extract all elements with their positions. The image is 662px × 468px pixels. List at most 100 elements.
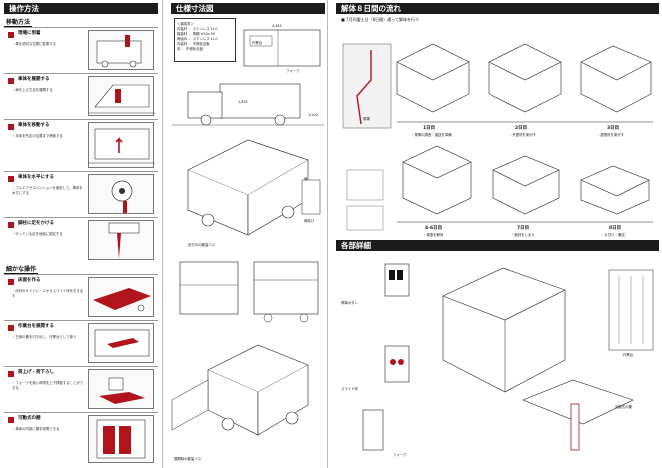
step-title: 車体を移動する [18,123,50,128]
fork-illustration [99,377,145,404]
day-1: 1日目 [423,126,436,131]
op-lift: 荷上げ・荷下ろし ・フォークを使い荷物を上下移動することができる [4,366,158,410]
step-figure [88,220,154,260]
caption-driving-bus: 走行中の軽量バス [188,243,216,247]
column-title-flow: 解体８日間の流れ [336,3,659,14]
day-2-desc: ・外壁材を剥がす [509,133,537,137]
column-flow: 解体８日間の流れ ■ 7月同盟土日（8日間）通って解体を行う [333,0,662,468]
op-desc: ・床材のサイドレールからスライド床を引き出す [12,289,84,298]
column-title-operation: 操作方法 [4,3,158,14]
op-title: 可動式の棚 [18,416,41,421]
op-figure [88,415,154,463]
spec-row: 骨組み ： ステンレス t1.0 [177,37,218,41]
flow-note: ■ 7月同盟土日（8日間）通って解体を行う [341,17,419,22]
step-number [8,176,14,182]
op-figure [88,369,154,409]
step-number [8,222,14,228]
step-desc: ・フルエアサスペンションを使用して、車体を水平にする [12,186,83,195]
day-2: 2日目 [515,126,528,131]
step-figure [88,122,155,168]
step-4: 車体を水平にする ・フルエアサスペンションを使用して、車体を水平にする [4,171,158,215]
op-marker [8,417,14,423]
op-desc: ・フォークを使い荷物を上下移動することができる [12,381,84,390]
step-desc: ・本体を所定の位置まで移動する [12,134,63,138]
day-4-6: 4-6日目 [425,226,443,231]
day-4-6-desc: ・構造を解体 [423,233,444,237]
day-8: 8日目 [609,226,622,231]
step-3: 車体を移動する ・本体を所定の位置まで移動する [4,119,158,169]
label-door: 扉 [304,177,308,181]
spec-table-title: ＜構成材＞ [177,22,194,26]
op-shelf: 可動式の棚 ・車体の内部に棚を設置できる [4,412,158,464]
column-operation: 操作方法 移動方法 現場に到着 ・車を適切な位置に駐車する 車体を展開する ・扉… [0,0,163,468]
section-details: 各部詳細 [336,240,659,251]
op-floor: 床面を作る ・床材のサイドレールからスライド床を引き出す [4,274,158,318]
flow-drawings [342,43,654,451]
step-5: 脚柱に足をかける ・行っている足を地面に固定する [4,217,158,261]
detail-movable-shelf: 可動式の棚 [615,405,632,409]
step-desc: ・行っている足を地面に固定する [12,232,63,236]
spec-row: 内装材 ： ステンレス t1.0 [177,27,218,31]
detail-fork: フォーク [393,453,407,457]
step-number [8,78,14,84]
floor-illustration [93,288,151,312]
detail-lift-button: 昇降ボタン [341,301,358,305]
scale-label: 1/100 [308,113,318,117]
spec-drawings [171,29,324,436]
label-awning: 雨除け [304,219,315,223]
map-site-label: 現場 [363,117,370,121]
step-figure [88,30,154,70]
step-figure [88,174,154,214]
step-title: 車体を水平にする [18,175,55,180]
truck-open-illustration [89,84,155,114]
caption-expanded-bus: 展開時の軽量バス [174,457,202,461]
detail-workbench: 作業台 [623,353,634,357]
column-spec: 仕様寸法図 ＜構成材＞ 内装材 ： ステンレス t1.0 構造材 ： 角鋼 ×5… [168,0,328,468]
section-movement: 移動方法 [4,17,33,27]
spec-row: 構造材 ： 角鋼 ×50×50 [177,32,215,36]
spec-row: 床 ： 不燃化合板 [177,47,203,51]
op-figure [88,323,154,363]
step-figure [88,76,155,116]
day-8-desc: ・片付け・撤収 [601,233,625,237]
day-3-desc: ・屋根材を剥がす [597,133,625,137]
step-number [8,32,14,38]
op-marker [8,279,14,285]
label-workbench: 作業台 [252,41,263,45]
truck-illustration [96,35,142,68]
op-workbench: 作業台を展開する ・左側の棚を引き出し、作業台として使う [4,320,158,364]
day-3: 3日目 [607,126,620,131]
op-desc: ・左側の棚を引き出し、作業台として使う [12,335,77,339]
step-1: 現場に到着 ・車を適切な位置に駐車する [4,27,158,71]
dim-width: 1,835 [238,100,248,104]
leg-illustration [108,222,140,259]
shelf-illustration [96,419,146,459]
truck-move-illustration [89,128,155,164]
step-title: 脚柱に足をかける [18,221,54,226]
spec-row: 内装材 ： 不燃化合板 [177,42,210,46]
suspension-illustration [111,180,133,213]
column-title-spec: 仕様寸法図 [171,3,325,14]
step-title: 車体を展開する [18,77,50,82]
op-title: 荷上げ・荷下ろし [18,370,54,375]
workbench-illustration [94,329,150,357]
op-figure [88,277,154,317]
dim-total: 4,445 [272,24,282,28]
op-title: 作業台を展開する [18,324,54,329]
day-1-desc: ・現場の調査・運送を準備 [411,133,452,137]
op-title: 床面を作る [18,278,41,283]
step-title: 現場に到着 [18,31,41,36]
detail-slide-floor: スライド床 [341,387,358,391]
label-fork: フォーク [286,69,300,73]
day-7: 7日目 [517,226,530,231]
section-detail-ops: 細かな操作 [4,264,39,274]
op-marker [8,371,14,377]
step-desc: ・車を適切な位置に駐車する [12,42,57,46]
op-marker [8,325,14,331]
step-number [8,124,14,130]
spec-table: ＜構成材＞ 内装材 ： ステンレス t1.0 構造材 ： 角鋼 ×50×50 骨… [174,18,236,62]
op-desc: ・車体の内部に棚を設置できる [12,427,60,431]
day-7-desc: ・廃材をしまう [511,233,535,237]
step-2: 車体を展開する ・扉を上げ左足を展開する [4,73,158,117]
step-desc: ・扉を上げ左足を展開する [12,88,53,92]
